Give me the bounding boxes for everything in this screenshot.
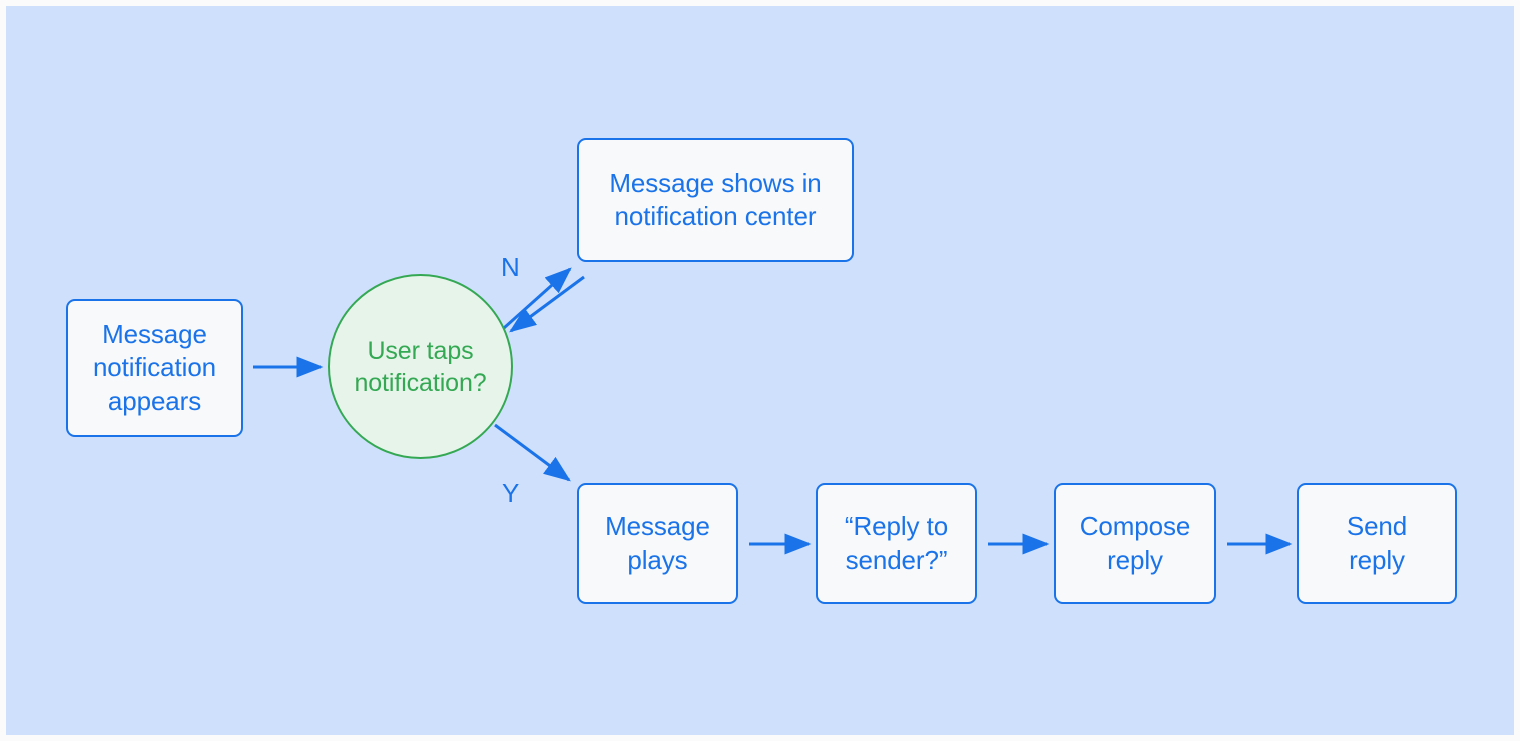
node-message-shows-in-notification-center[interactable]: Message shows in notification center bbox=[577, 138, 854, 262]
edge-label-yes: Y bbox=[502, 478, 520, 508]
node-send-reply[interactable]: Send reply bbox=[1297, 483, 1457, 604]
edge-label-no: N bbox=[501, 252, 520, 282]
node-user-taps-notification-decision[interactable]: User taps notification? bbox=[328, 274, 513, 459]
node-message-notification-appears[interactable]: Message notification appears bbox=[66, 299, 243, 437]
node-reply-to-sender[interactable]: “Reply to sender?” bbox=[816, 483, 977, 604]
node-compose-reply[interactable]: Compose reply bbox=[1054, 483, 1216, 604]
connector-decision-to-message-plays bbox=[494, 423, 571, 482]
connector-shows-center-to-decision bbox=[509, 275, 585, 333]
node-message-plays[interactable]: Message plays bbox=[577, 483, 738, 604]
